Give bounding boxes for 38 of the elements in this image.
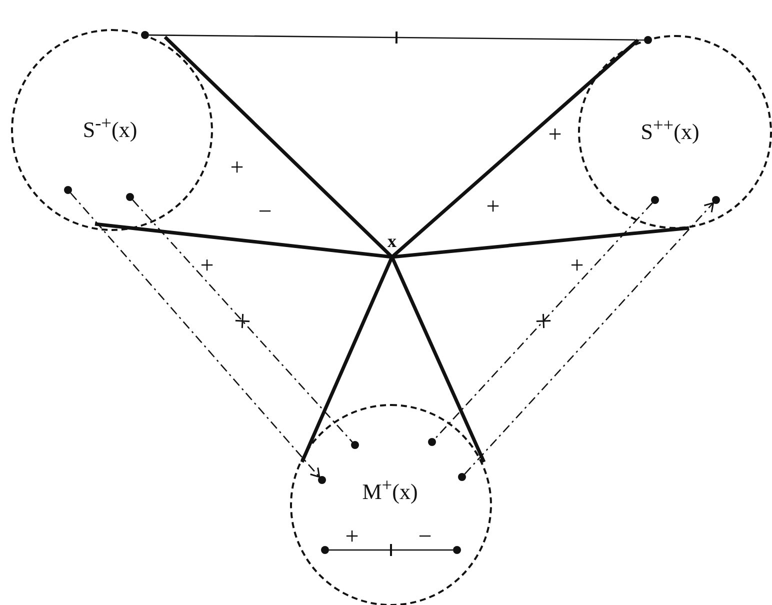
point-label: x (388, 232, 396, 250)
sign-label: + (345, 525, 359, 549)
connector-line (300, 256, 394, 463)
point-dot (318, 476, 326, 484)
dashed-circle (578, 35, 772, 229)
sign-label: + (548, 123, 562, 147)
sign-label: + (230, 156, 244, 180)
manifold-label: S$^{++}$(x) (640, 114, 700, 146)
sign-label: − (418, 525, 432, 549)
point-dot (651, 196, 659, 204)
connector-line (149, 31, 644, 44)
arrow (464, 202, 714, 474)
point-dot (458, 473, 466, 481)
point-dot (126, 193, 134, 201)
point-dot (712, 196, 720, 204)
connector-line (94, 222, 392, 259)
point-dot (64, 186, 72, 194)
point-dot (453, 546, 461, 554)
dashed-circle (11, 29, 213, 231)
connector-line (329, 544, 453, 556)
sign-label: + (200, 254, 214, 278)
sign-label: + (486, 195, 500, 219)
point-dot (321, 546, 329, 554)
point-dot (141, 31, 149, 39)
arrow (70, 192, 320, 478)
dashed-circle (290, 404, 492, 605)
connector-line (390, 38, 640, 258)
connector-line (392, 226, 690, 259)
manifold-label: S$^{-+}$(x) (82, 112, 138, 144)
connector-line (132, 200, 353, 442)
connector-line (434, 202, 653, 440)
sign-label: − (258, 200, 272, 224)
sign-label: + (570, 254, 584, 278)
point-dot (351, 441, 359, 449)
point-dot (644, 36, 652, 44)
point-dot (428, 438, 436, 446)
manifold-label: M$^{+}$(x) (362, 474, 418, 506)
connector-line (390, 256, 486, 463)
